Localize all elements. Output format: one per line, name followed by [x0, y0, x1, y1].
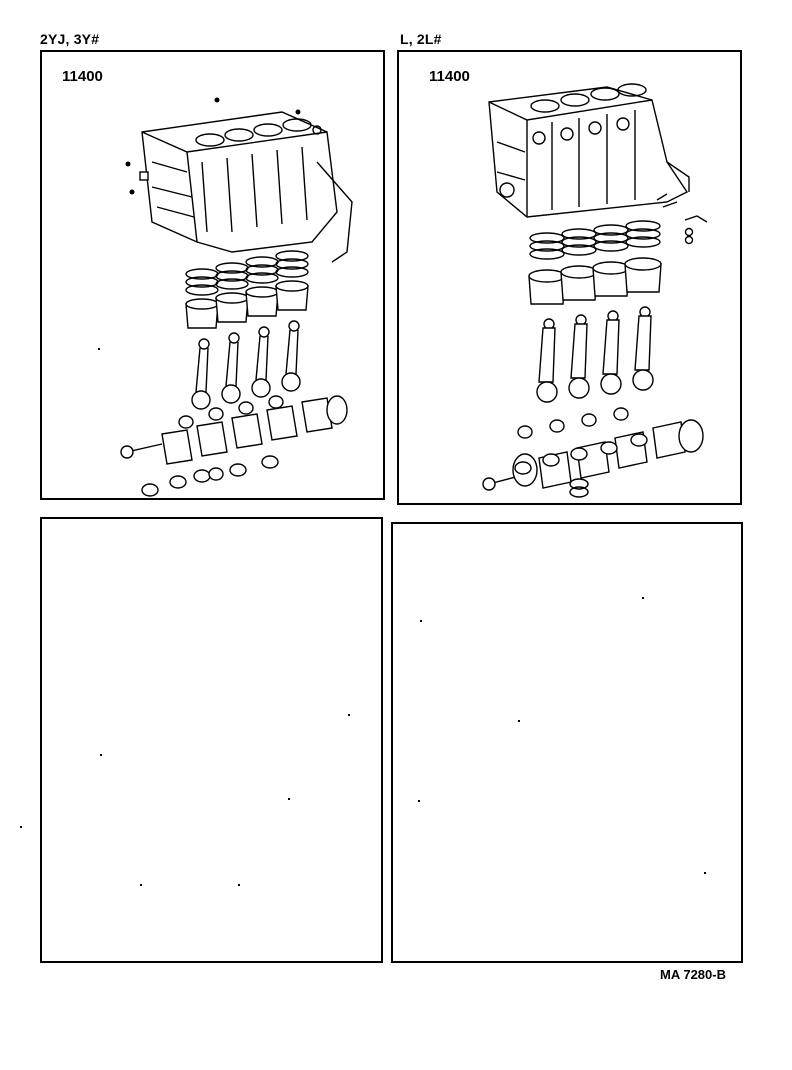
scan-speck — [238, 884, 240, 886]
scan-speck — [348, 714, 350, 716]
scan-speck — [20, 826, 22, 828]
scan-speck — [704, 872, 706, 874]
scan-speck — [420, 620, 422, 622]
panel-short-block-2yj: 11400 — [40, 50, 385, 500]
panel-short-block-2l: 11400 — [397, 50, 742, 505]
scan-speck — [518, 720, 520, 722]
panel-empty-left — [40, 517, 383, 963]
scan-speck — [288, 798, 290, 800]
engine-model-header-left: 2YJ, 3Y# — [40, 31, 100, 47]
short-block-exploded-view-icon — [120, 97, 353, 497]
drawing-code: MA 7280-B — [660, 967, 726, 982]
scan-speck — [98, 348, 100, 350]
engine-model-header-right: L, 2L# — [400, 31, 442, 47]
scan-speck — [140, 884, 142, 886]
scan-speck — [100, 754, 102, 756]
part-number: 11400 — [429, 68, 470, 85]
scan-speck — [418, 800, 420, 802]
panel-empty-right — [391, 522, 743, 963]
bearing-set-icon — [514, 433, 648, 498]
scan-speck — [642, 597, 644, 599]
part-number: 11400 — [62, 68, 103, 85]
